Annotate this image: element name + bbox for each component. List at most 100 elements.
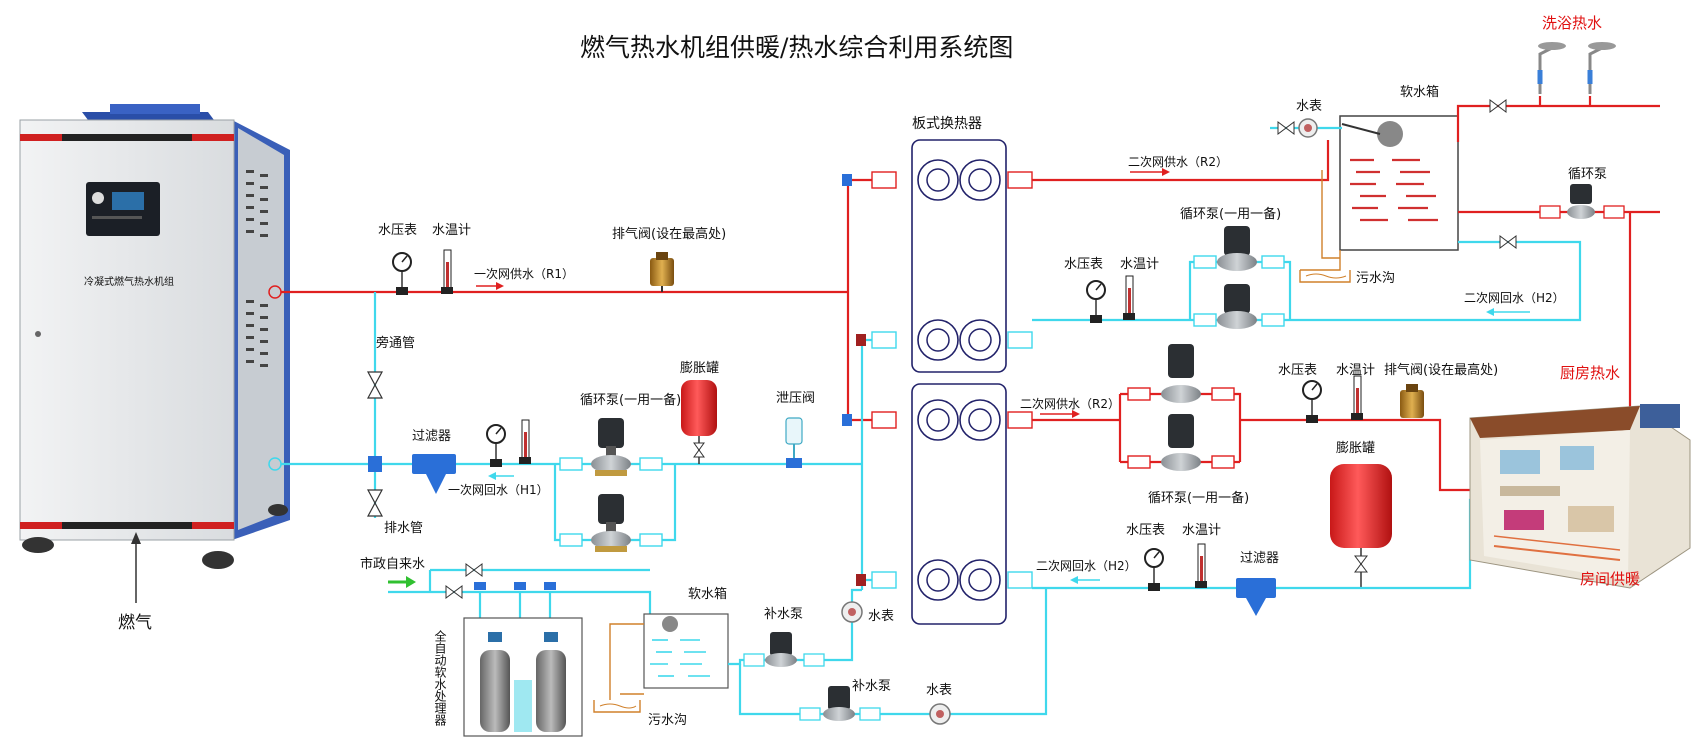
label-primary-supply: 一次网供水（R1） [474, 267, 574, 281]
label-water-pressure-gauge-4: 水压表 [1126, 523, 1165, 538]
water-meter-icon [929, 703, 951, 725]
flow-arrow-icon [1486, 308, 1530, 316]
circulation-pump-icon [1193, 226, 1285, 271]
shower-head-icon [1587, 42, 1616, 94]
city-water-pipe [388, 590, 652, 614]
thermometer-icon [1195, 543, 1207, 588]
sewer-icon [593, 700, 641, 713]
expansion-tank-icon [1330, 464, 1392, 588]
label-circ-pump-top-right: 循环泵 [1568, 167, 1607, 182]
label-drain-pipe: 排水管 [384, 521, 423, 536]
circulation-pump-icon [1193, 284, 1285, 329]
label-sewer-2: 污水沟 [1356, 271, 1395, 286]
y-strainer-icon [412, 454, 456, 494]
air-vent-icon [650, 252, 674, 292]
gate-valve-icon [445, 585, 463, 599]
label-relief-valve: 泄压阀 [776, 391, 815, 406]
label-water-thermometer-1: 水温计 [432, 223, 471, 238]
water-meter-icon [1277, 118, 1318, 138]
label-filter-2: 过滤器 [1240, 551, 1279, 566]
water-meter-icon [841, 601, 863, 623]
soft-water-tank-top [1339, 115, 1459, 251]
air-vent-icon [1400, 384, 1424, 418]
y-strainer-icon [1236, 578, 1276, 616]
pressure-gauge-icon [1302, 380, 1322, 423]
label-secondary-supply-top: 二次网供水（R2） [1128, 155, 1228, 169]
label-air-vent-1: 排气阀(设在最高处) [612, 226, 726, 242]
pressure-gauge-icon [486, 424, 506, 467]
gas-label: 燃气 [118, 613, 152, 633]
label-kitchen-hot-water: 厨房热水 [1560, 364, 1620, 382]
label-expansion-tank-2: 膨胀罐 [1336, 441, 1375, 456]
label-city-water: 市政自来水 [360, 556, 425, 572]
label-circ-pump-1: 循环泵(一用一备) [580, 392, 681, 408]
soft-water-tank-bottom [643, 613, 729, 689]
secondary-return-lower-pipe [1032, 498, 1490, 590]
label-sewer-1: 污水沟 [648, 713, 687, 728]
label-circ-pump-3: 循环泵(一用一备) [1148, 490, 1249, 506]
label-filter-1: 过滤器 [412, 429, 451, 444]
label-bath-hot-water: 洗浴热水 [1542, 14, 1602, 32]
auto-softener-icon [463, 617, 583, 737]
flow-arrow-icon [1070, 576, 1100, 584]
label-water-pressure-gauge-3: 水压表 [1278, 363, 1317, 378]
label-bypass: 旁通管 [376, 335, 415, 351]
boiler-nameplate: 冷凝式燃气热水机组 [84, 275, 174, 288]
diagram-title: 燃气热水机组供暖/热水综合利用系统图 [580, 33, 1013, 62]
circulation-pump-icon [559, 418, 663, 476]
pressure-gauge-icon [392, 252, 412, 295]
label-secondary-supply-mid: 二次网供水（R2） [1020, 397, 1120, 411]
label-water-meter-2: 水表 [926, 683, 952, 698]
makeup-pump-icon [799, 686, 881, 721]
flow-arrow-icon [388, 576, 416, 588]
expansion-tank-icon [681, 380, 717, 464]
plate-heat-exchanger-upper [911, 139, 1007, 373]
pressure-gauge-icon [1144, 548, 1164, 591]
drain-valve [366, 489, 384, 517]
thermometer-icon [1351, 375, 1363, 420]
label-water-pressure-gauge-1: 水压表 [378, 223, 417, 238]
label-room-heating: 房间供暖 [1580, 570, 1640, 588]
label-secondary-return-bottom: 二次网回水（H2） [1036, 559, 1137, 573]
label-air-vent-2: 排气阀(设在最高处) [1384, 362, 1498, 378]
circulation-pump-icon [1127, 414, 1235, 471]
label-makeup-pump-1: 补水泵 [764, 607, 803, 622]
label-makeup-pump-2: 补水泵 [852, 679, 891, 694]
secondary-supply-lower-pipe [1240, 418, 1480, 492]
gate-valve-icon [1499, 235, 1517, 249]
flow-arrow-icon [476, 282, 504, 290]
pressure-gauge-icon [1086, 280, 1106, 323]
flow-arrow-icon [1040, 410, 1080, 418]
label-water-thermometer-4: 水温计 [1182, 523, 1221, 538]
plate-heat-exchanger-lower [911, 383, 1007, 625]
flow-arrow-icon [488, 472, 514, 480]
label-secondary-return-top: 二次网回水（H2） [1464, 291, 1565, 305]
label-soft-tank-1: 软水箱 [688, 586, 727, 602]
secondary-supply-upper-pipe [1032, 140, 1330, 182]
label-water-thermometer-3: 水温计 [1336, 363, 1375, 378]
bypass-valve [366, 371, 384, 399]
makeup-pump-icon [743, 632, 825, 667]
circulation-pump-icon [1539, 184, 1625, 219]
gas-inlet-arrow [131, 532, 141, 603]
flow-arrow-icon [1130, 168, 1170, 176]
gas-boiler: 冷凝式燃气热水机组 [19, 104, 290, 569]
label-soft-tank-2: 软水箱 [1400, 84, 1439, 100]
relief-valve-icon [785, 417, 803, 468]
label-water-thermometer-2: 水温计 [1120, 257, 1159, 272]
label-water-meter-top: 水表 [1296, 99, 1322, 114]
thermometer-icon [519, 419, 531, 464]
label-circ-pump-2: 循环泵(一用一备) [1180, 206, 1281, 222]
sewer-icon [1299, 270, 1351, 283]
label-auto-softener: 全自动软水处理器 [433, 629, 447, 727]
gate-valve-icon [465, 563, 483, 577]
secondary-return-upper-pipe [1032, 240, 1582, 322]
circulation-pump-icon [559, 494, 663, 552]
gate-valve-icon [1489, 99, 1507, 113]
house-illustration [1469, 404, 1691, 589]
tee-fitting [368, 456, 382, 472]
label-water-meter-1: 水表 [868, 609, 894, 624]
shower-head-icon [1537, 42, 1566, 94]
label-plate-hx: 板式换热器 [912, 115, 982, 132]
